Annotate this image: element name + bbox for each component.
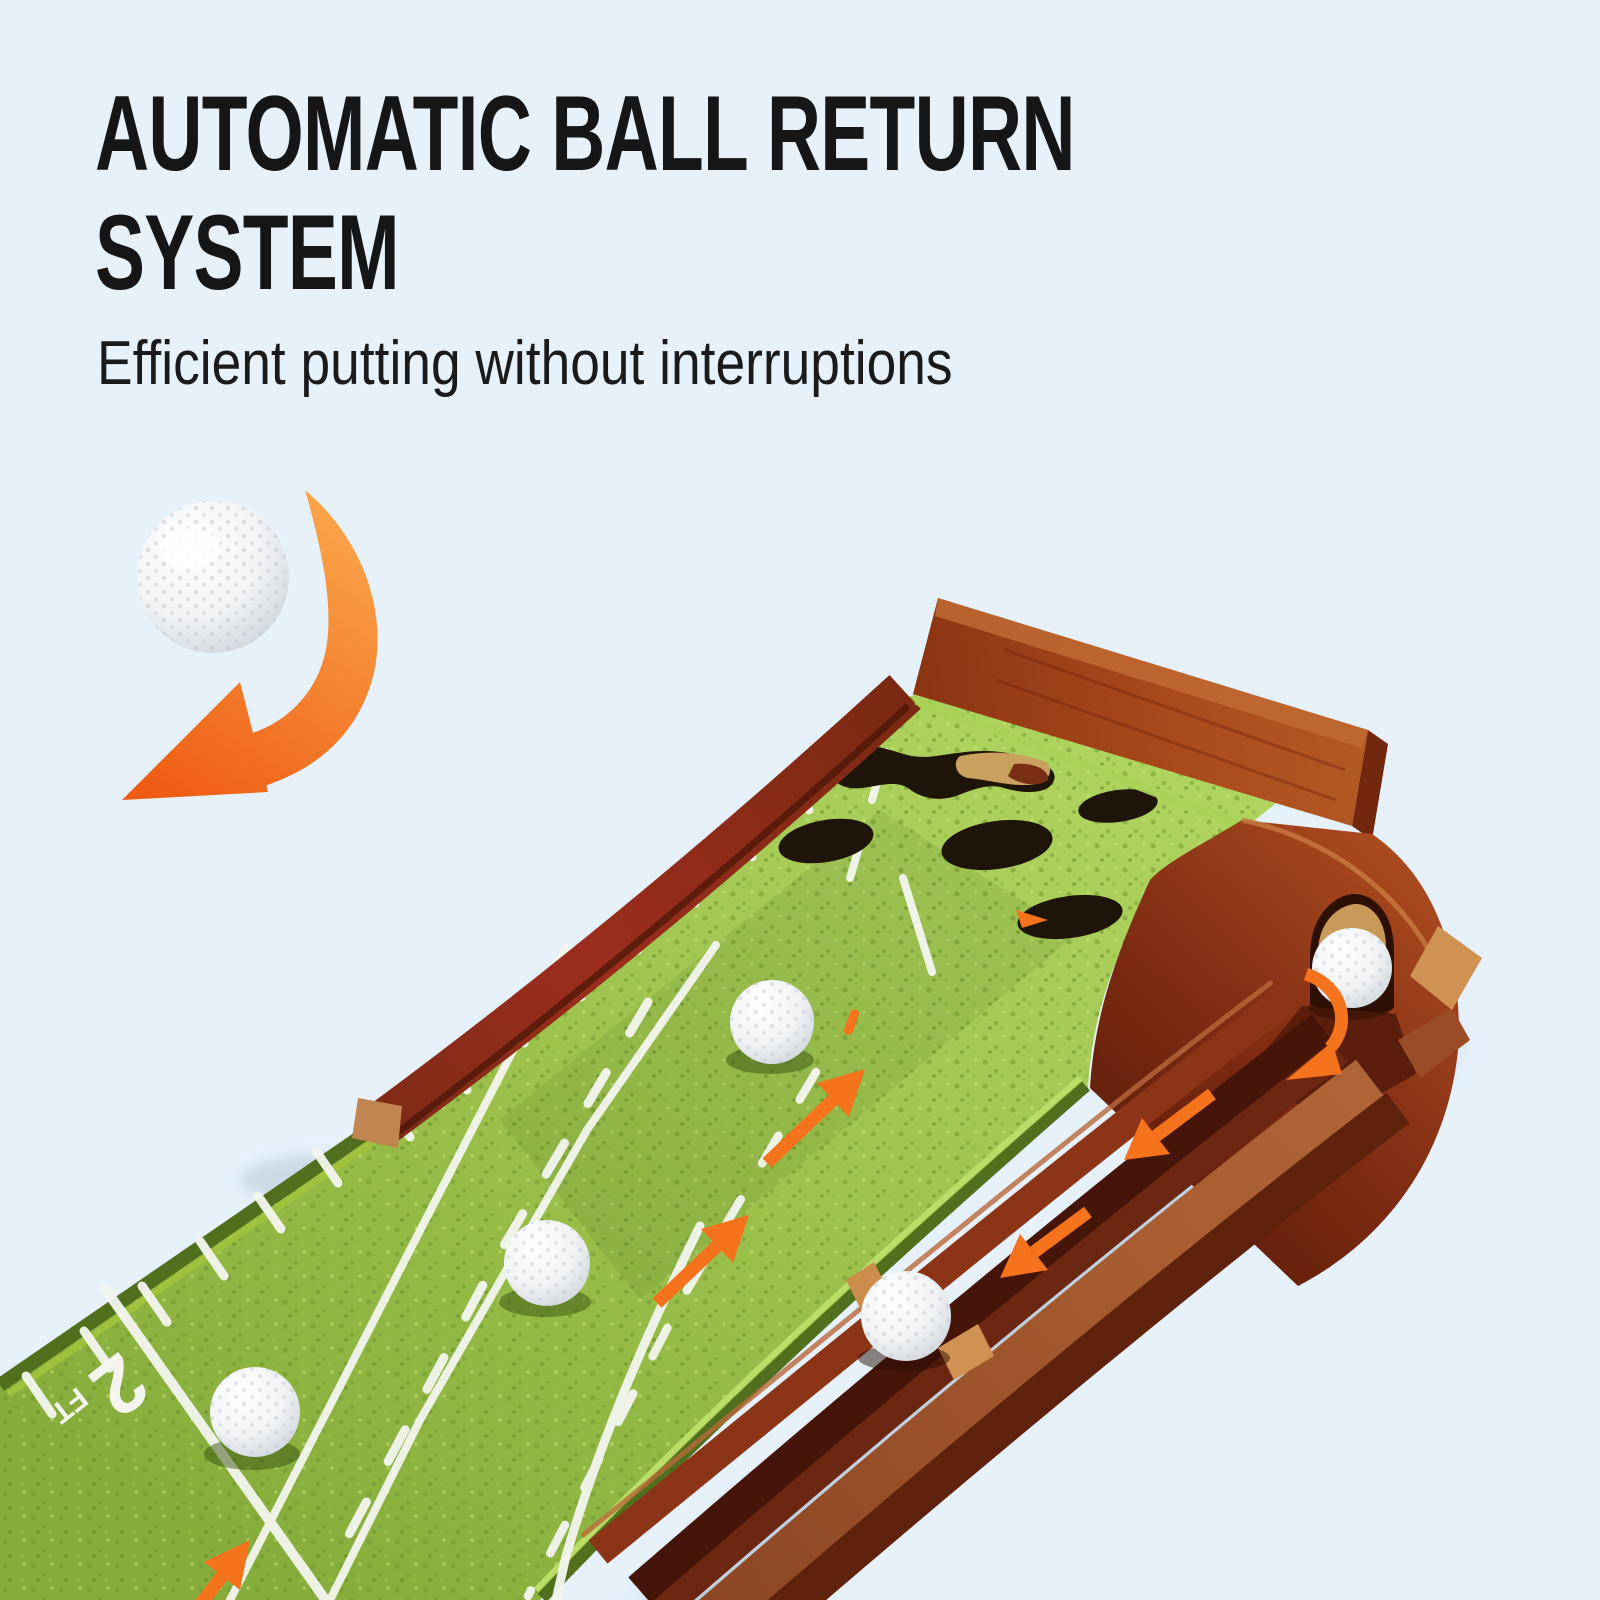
hero-golf-ball-dimples	[137, 501, 289, 653]
golf-ball-dimples	[861, 1271, 951, 1361]
putting-hole	[778, 818, 874, 864]
putting-hole	[1017, 894, 1123, 940]
backboard-top-bevel	[935, 598, 1368, 748]
title-line-1: AUTOMATIC BALL RETURN	[95, 73, 1075, 193]
golf-ball-dimples	[210, 1367, 300, 1457]
page-title: AUTOMATIC BALL RETURN SYSTEM	[95, 74, 1495, 312]
backboard-end-cap	[1352, 730, 1388, 840]
mat-markings	[21, 747, 936, 1600]
return-arrow-icon	[1124, 1088, 1216, 1160]
rail-end-cap	[352, 1098, 402, 1148]
golf-ball-dimples	[730, 980, 814, 1064]
backboard	[913, 598, 1388, 840]
kidney-hole-wood-shadow	[1008, 763, 1049, 785]
golf-ball-dimples	[1312, 928, 1392, 1008]
putt-arrow-icon	[652, 1215, 749, 1308]
ball-return-channel	[580, 926, 1482, 1600]
mat-edge-fringe-left	[6, 1127, 392, 1397]
channel-trough-floor	[654, 1041, 1348, 1600]
putting-mat-scene: 2 FT	[0, 598, 1482, 1600]
channel-outer-rail-top	[699, 1059, 1384, 1600]
putt-arrow-icon	[762, 1069, 865, 1168]
lane-orange-dash	[843, 1009, 860, 1035]
subtitle: Efficient putting without interruptions	[97, 329, 953, 398]
ball-drop-arrow-icon	[1286, 967, 1349, 1080]
ball-stop-wedge	[938, 1324, 994, 1380]
outer-rail-end-cap	[1410, 926, 1482, 1010]
return-arrow-icon	[1000, 1206, 1092, 1278]
return-swoosh-arrowhead-icon	[122, 682, 268, 800]
channel-outer-rail-face	[767, 1092, 1410, 1600]
channel-inner-lip	[588, 986, 1298, 1564]
putt-arrow-icon	[195, 1540, 250, 1600]
channel-inner-lip-highlight	[580, 980, 1274, 1538]
hole-marker-triangle-icon	[1016, 910, 1048, 928]
left-wood-rail	[352, 675, 921, 1148]
putting-hole	[941, 819, 1053, 871]
putting-holes	[778, 745, 1158, 940]
turf-fringe-at-backboard	[914, 695, 1250, 833]
channel-trough	[628, 1014, 1349, 1600]
golf-ball-dimples	[504, 1220, 590, 1306]
direction-arrows	[195, 967, 1349, 1600]
hero-golf-ball-highlight	[160, 528, 220, 568]
backboard-wood-grain	[995, 648, 1346, 802]
putting-hole-partial	[1078, 789, 1158, 823]
title-line-2: SYSTEM	[95, 192, 399, 312]
outer-rail-upper-end	[1398, 1008, 1470, 1078]
ball-return-hero-graphic	[122, 490, 378, 800]
return-swoosh-arrow-icon	[242, 490, 378, 790]
